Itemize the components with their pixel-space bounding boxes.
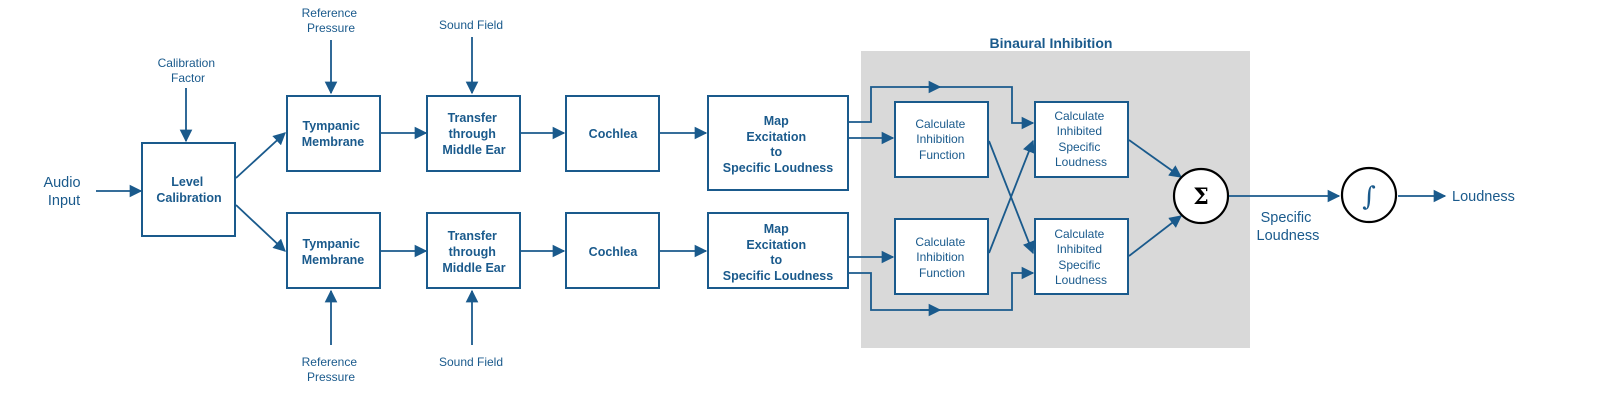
level-calibration-block: [141, 142, 236, 237]
calibration-to-lower-arrow: [235, 204, 286, 252]
tympanic-membrane-lower-block: [286, 212, 381, 289]
transfer-middle-ear-upper-label: Transfer through Middle Ear: [442, 111, 505, 157]
level-calibration-label: Level Calibration: [156, 175, 221, 205]
specific-loudness-label: Specific Loudness: [1257, 210, 1320, 244]
cochlea-lower-label: Cochlea: [589, 245, 639, 259]
map-excitation-lower-label: Map Excitation to Specific Loudness: [723, 222, 833, 283]
tympanic-membrane-upper-label: Tympanic Membrane: [302, 119, 365, 149]
inhibited-lower-to-sum-arrow: [1128, 215, 1182, 257]
inhibited-loudness-lower-label: Calculate Inhibited Specific Loudness: [1054, 227, 1107, 287]
lower-bypass-wire: [849, 266, 1035, 311]
integral-icon: ∫: [1362, 182, 1376, 212]
sigma-icon: Σ: [1193, 184, 1209, 210]
reference-pressure-lower-label: Reference Pressure: [302, 355, 361, 384]
inhibition-function-upper-block: [894, 101, 989, 178]
transfer-middle-ear-lower-block: [426, 212, 521, 289]
calibration-factor-label: Calibration Factor: [158, 56, 219, 85]
sound-field-upper-label: Sound Field: [439, 18, 503, 32]
map-excitation-upper-block: [707, 95, 849, 191]
cochlea-upper-label: Cochlea: [589, 127, 639, 141]
reference-pressure-upper-label: Reference Pressure: [302, 6, 361, 35]
inhibited-loudness-upper-block: [1034, 101, 1129, 178]
cochlea-lower-block: [565, 212, 660, 289]
inhibited-loudness-upper-label: Calculate Inhibited Specific Loudness: [1054, 109, 1107, 169]
map-excitation-lower-block: [707, 212, 849, 289]
inhibition-function-lower-label: Calculate Inhibition Function: [915, 235, 968, 280]
binaural-inhibition-title: Binaural Inhibition: [990, 35, 1113, 51]
cross-lower-to-upper-arrow: [988, 139, 1035, 254]
inhibition-function-lower-block: [894, 218, 989, 295]
calibration-to-upper-arrow: [235, 132, 286, 179]
transfer-middle-ear-upper-block: [426, 95, 521, 172]
loudness-output-label: Loudness: [1452, 189, 1515, 205]
transfer-middle-ear-lower-label: Transfer through Middle Ear: [442, 229, 505, 275]
cochlea-upper-block: [565, 95, 660, 172]
inhibition-function-upper-label: Calculate Inhibition Function: [915, 117, 968, 162]
summation-node: [1172, 167, 1230, 225]
tympanic-membrane-lower-label: Tympanic Membrane: [302, 237, 365, 267]
inhibited-loudness-lower-block: [1034, 218, 1129, 295]
integration-node: [1340, 166, 1398, 224]
upper-bypass-wire: [849, 86, 1035, 130]
tympanic-membrane-upper-block: [286, 95, 381, 172]
inhibited-upper-to-sum-arrow: [1128, 139, 1183, 178]
map-excitation-upper-label: Map Excitation to Specific Loudness: [723, 114, 833, 175]
audio-input-label: Audio Input: [43, 175, 84, 209]
sound-field-lower-label: Sound Field: [439, 355, 503, 369]
